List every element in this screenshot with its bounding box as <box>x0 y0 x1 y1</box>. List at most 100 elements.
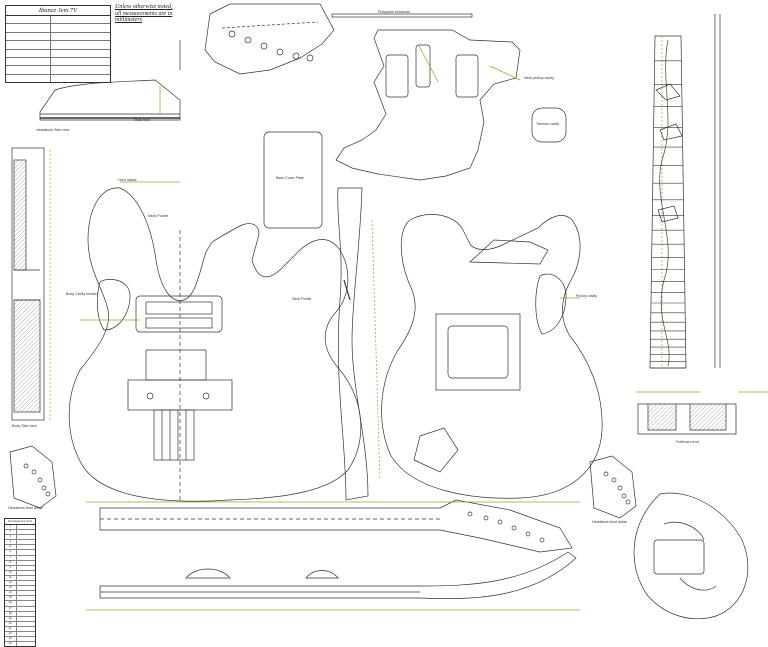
fret-distance <box>17 627 36 631</box>
fret-row: 18 <box>5 611 36 617</box>
fret-distance <box>17 545 36 549</box>
fret-distance <box>17 612 36 616</box>
spec-key <box>6 41 51 49</box>
fret-row: 7 <box>5 555 35 561</box>
label-body-side: Body Side view <box>12 424 37 428</box>
fret-distance <box>17 591 36 595</box>
fret-distance <box>17 571 36 575</box>
fret-distance <box>17 586 36 590</box>
fret-row: 1 <box>5 525 36 531</box>
units-note: Unless otherwise noted, all measurements… <box>115 4 175 24</box>
fret-distance <box>17 566 36 570</box>
fret-number: 9 <box>5 565 17 570</box>
spec-key <box>6 24 51 32</box>
spec-row <box>6 57 110 67</box>
fret-row: 20 <box>5 621 36 627</box>
fret-number: 13 <box>5 586 17 591</box>
label-neck-heel: Neck heel <box>134 118 150 122</box>
fret-number: 24 <box>5 642 17 647</box>
fret-number: 4 <box>5 540 17 545</box>
pickguard-thickness-view <box>331 13 473 18</box>
neck-profile <box>337 187 381 501</box>
fret-number: 10 <box>5 570 17 575</box>
spec-key <box>6 16 51 24</box>
fret-number: 20 <box>5 621 17 626</box>
headstock-detail-left <box>9 445 57 509</box>
spec-row <box>6 16 110 25</box>
fret-number: 1 <box>5 525 17 530</box>
fret-distance <box>17 622 36 626</box>
neck-side-view <box>86 551 580 611</box>
pickguard <box>335 29 521 181</box>
fret-distance <box>17 642 36 646</box>
fret-distance <box>17 601 36 605</box>
spec-key <box>6 49 51 57</box>
body-back-view <box>381 214 603 499</box>
spec-value <box>51 16 110 23</box>
fret-distance <box>17 617 36 621</box>
fret-number: 11 <box>5 575 17 581</box>
fret-distance <box>17 530 36 534</box>
fret-number: 6 <box>5 550 17 555</box>
label-pickguard-thickness: Pickguard thickness <box>378 10 410 14</box>
spec-key <box>6 74 51 83</box>
fret-row: 9 <box>5 565 36 571</box>
body-front-view <box>68 181 362 502</box>
fret-number: 7 <box>5 555 17 560</box>
fret-row: 5 <box>5 545 36 551</box>
label-pickup-cavity: Pickup cavity <box>576 294 597 298</box>
fret-row: 6 <box>5 550 35 556</box>
fret-number: 19 <box>5 616 17 621</box>
label-horn-radius: Horn radius <box>118 178 137 182</box>
label-neck-pocket: Neck Pocket <box>148 214 169 218</box>
label-headstock-detail-right: Headstock front detail <box>592 520 627 524</box>
fret-distance <box>17 540 36 544</box>
label-trem-cover: Tremolo cavity <box>536 122 560 126</box>
label-neck-profile: Neck Profile <box>292 297 312 301</box>
fret-row: 24 <box>5 642 36 647</box>
headstock-top-view <box>179 3 335 75</box>
spec-value <box>51 33 110 40</box>
spec-key <box>6 66 51 74</box>
label-headstock-detail: Headstock front detail <box>8 506 43 510</box>
body-side-view <box>11 147 51 421</box>
spec-row <box>6 24 110 33</box>
tremolo-cover-plate <box>531 107 567 143</box>
spec-rows <box>6 16 110 83</box>
fret-distance <box>17 576 36 580</box>
fret-number: 22 <box>5 631 17 637</box>
fret-number: 16 <box>5 601 17 606</box>
spec-value <box>51 66 110 73</box>
fret-distance <box>17 535 36 539</box>
fret-number: 15 <box>5 596 17 601</box>
fret-distance <box>17 596 36 600</box>
guitar-blueprint <box>9 3 768 620</box>
fret-table-title: Fret placement (mm) <box>5 519 35 525</box>
fret-row: 10 <box>5 570 36 576</box>
spec-table: Ibanez Jem 7V <box>5 5 111 84</box>
spec-key <box>6 32 51 41</box>
fret-distance <box>17 525 36 529</box>
fret-distance <box>17 607 36 611</box>
label-fretboard-end: Fretboard end <box>676 440 699 444</box>
spec-title: Ibanez Jem 7V <box>6 6 110 16</box>
fret-distance <box>17 637 36 641</box>
headstock-side-view <box>39 79 181 121</box>
headstock-detail-right <box>589 455 637 519</box>
spec-row <box>6 66 110 75</box>
spec-value <box>51 75 110 82</box>
fret-row: 16 <box>5 601 36 607</box>
label-back-cover: Back Cover Plate <box>276 176 304 180</box>
fret-number: 2 <box>5 530 17 535</box>
fret-number: 5 <box>5 545 17 550</box>
fret-number: 12 <box>5 581 17 586</box>
fret-row: 12 <box>5 581 35 587</box>
spec-value <box>51 24 110 31</box>
label-pickup-ring: Neck pickup cavity <box>524 76 554 80</box>
spec-value <box>51 41 110 48</box>
back-cover-plate <box>263 131 323 229</box>
fret-number: 23 <box>5 637 17 642</box>
fret-row: 3 <box>5 535 36 541</box>
fretboard-end-section <box>637 403 737 435</box>
